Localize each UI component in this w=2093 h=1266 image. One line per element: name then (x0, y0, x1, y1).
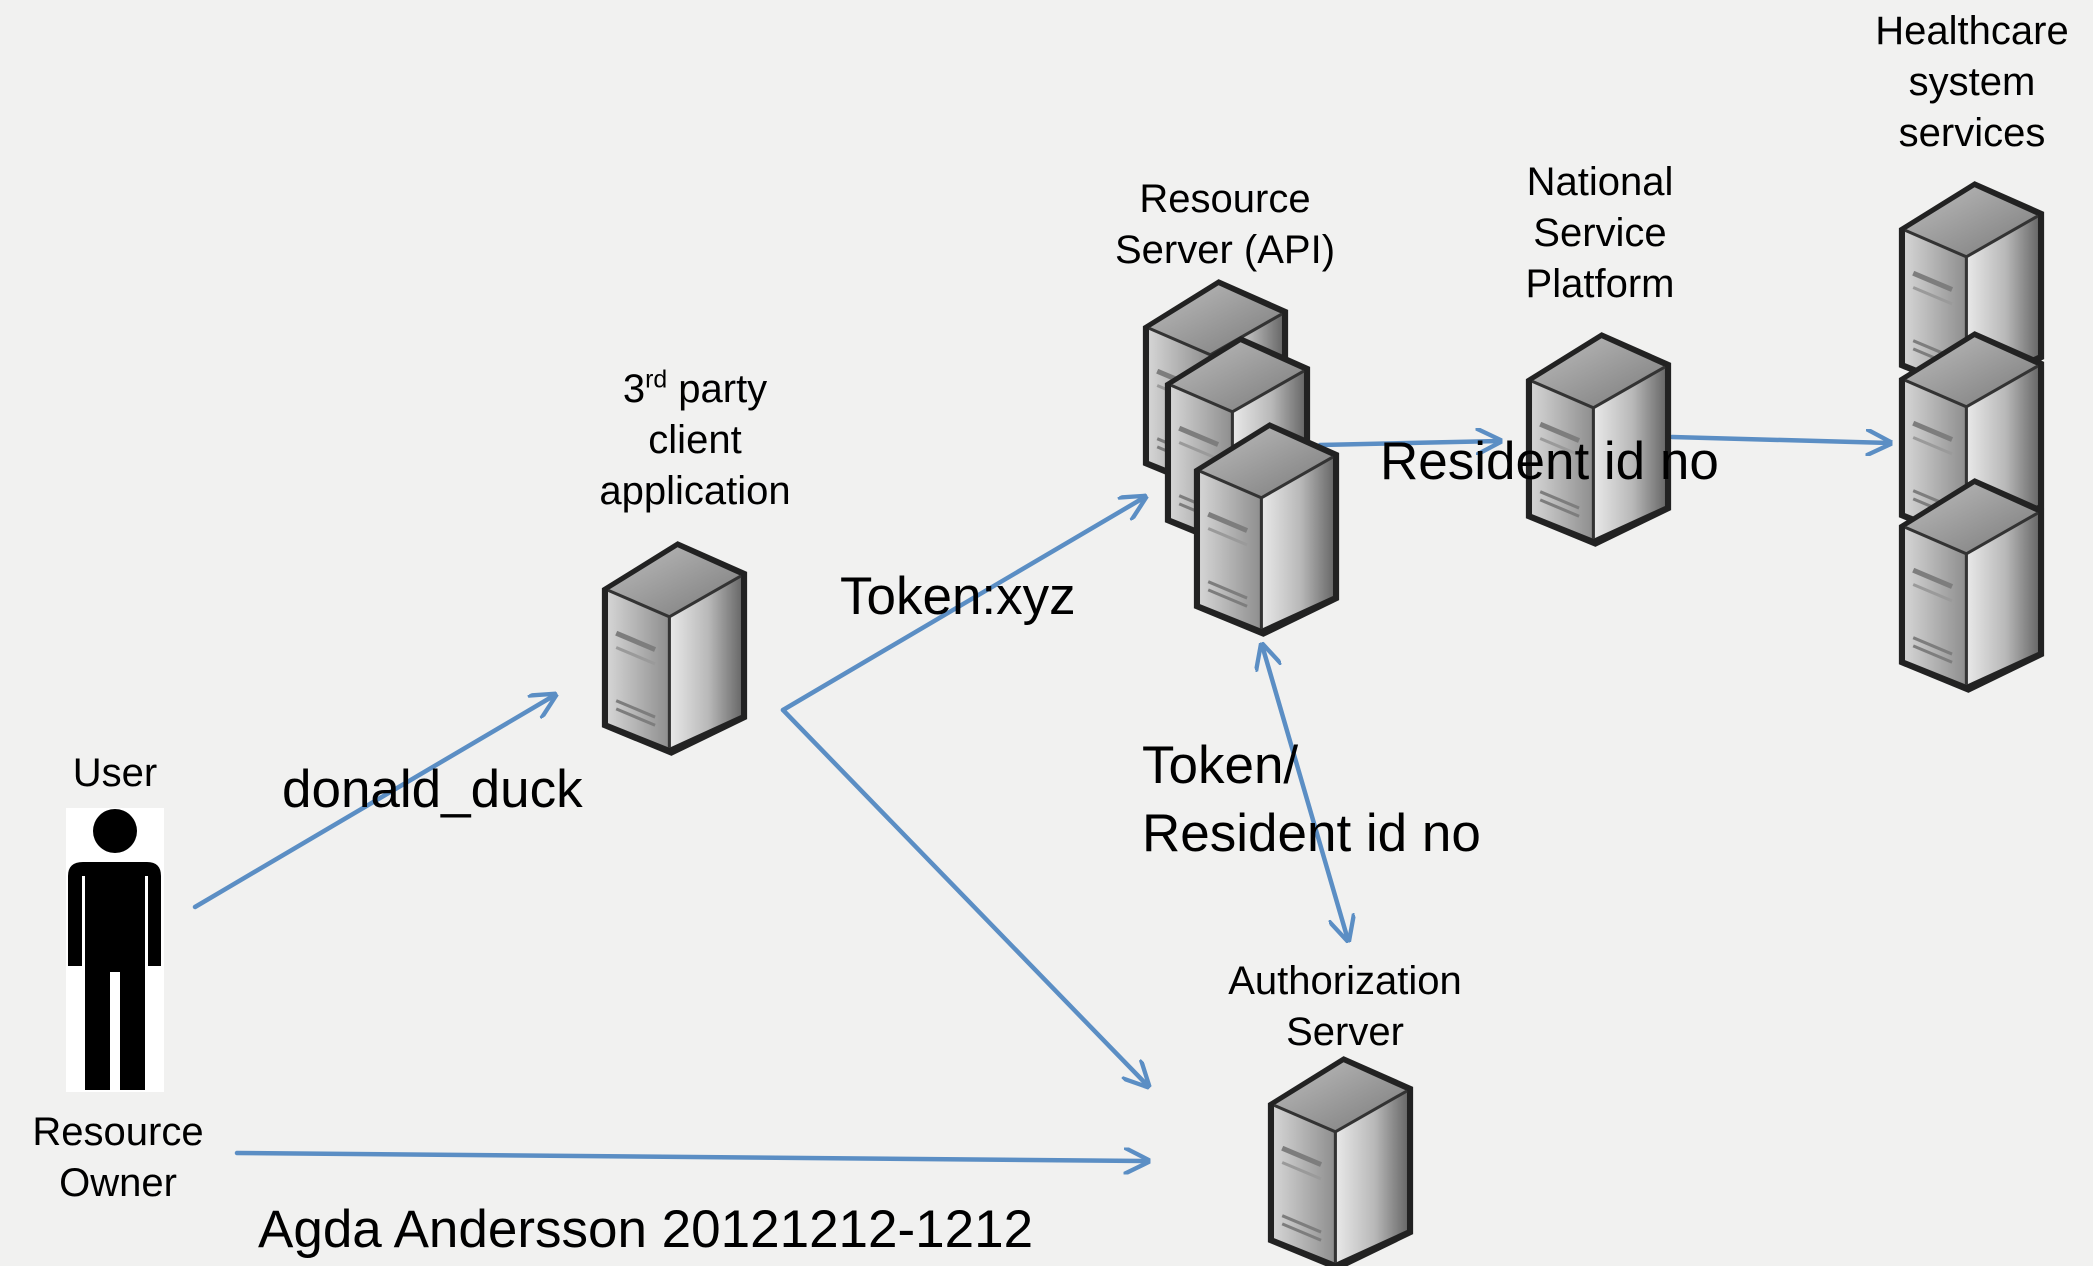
edge-label-token: Token:xyz (840, 567, 1076, 626)
healthcare-server-stack (1899, 181, 2044, 693)
arrow-resource-to-national (1317, 441, 1500, 445)
arrow-user-to-auth-server (234, 1153, 1148, 1161)
resource-owner-label: Resource Owner (32, 1110, 204, 1206)
arrow-client-to-auth-server (780, 707, 1148, 1086)
edge-label-resident-id: Resident id no (1380, 432, 1719, 491)
client-server-icon (602, 541, 747, 756)
edge-label-token-resident-id: Token/ Resident id no (1142, 736, 1481, 863)
user-label: User (72, 751, 158, 795)
resource-server-cluster (1143, 279, 1339, 637)
arrow-user-to-client (192, 695, 555, 910)
healthcare-services-label: Healthcare system services (1875, 9, 2069, 156)
arrow-national-to-healthcare (1669, 437, 1890, 443)
arrow-client-to-resource-server (780, 497, 1145, 713)
person-icon (66, 808, 164, 1092)
edge-label-owner-identity: Agda Andersson 20121212-1212 (258, 1200, 1034, 1259)
client-label-line-1: 3rd party (622, 366, 768, 411)
edge-label-username: donald_duck (282, 760, 583, 819)
authorization-server-label: Authorization Server (1228, 959, 1462, 1055)
client-application-label: 3rd party client application (570, 364, 820, 518)
national-platform-label: National Service Platform (1525, 160, 1675, 307)
resource-server-label: Resource Server (API) (1114, 177, 1336, 273)
auth-server-icon (1268, 1056, 1413, 1266)
arrow-resource-to-auth-bidirectional (1262, 645, 1348, 940)
